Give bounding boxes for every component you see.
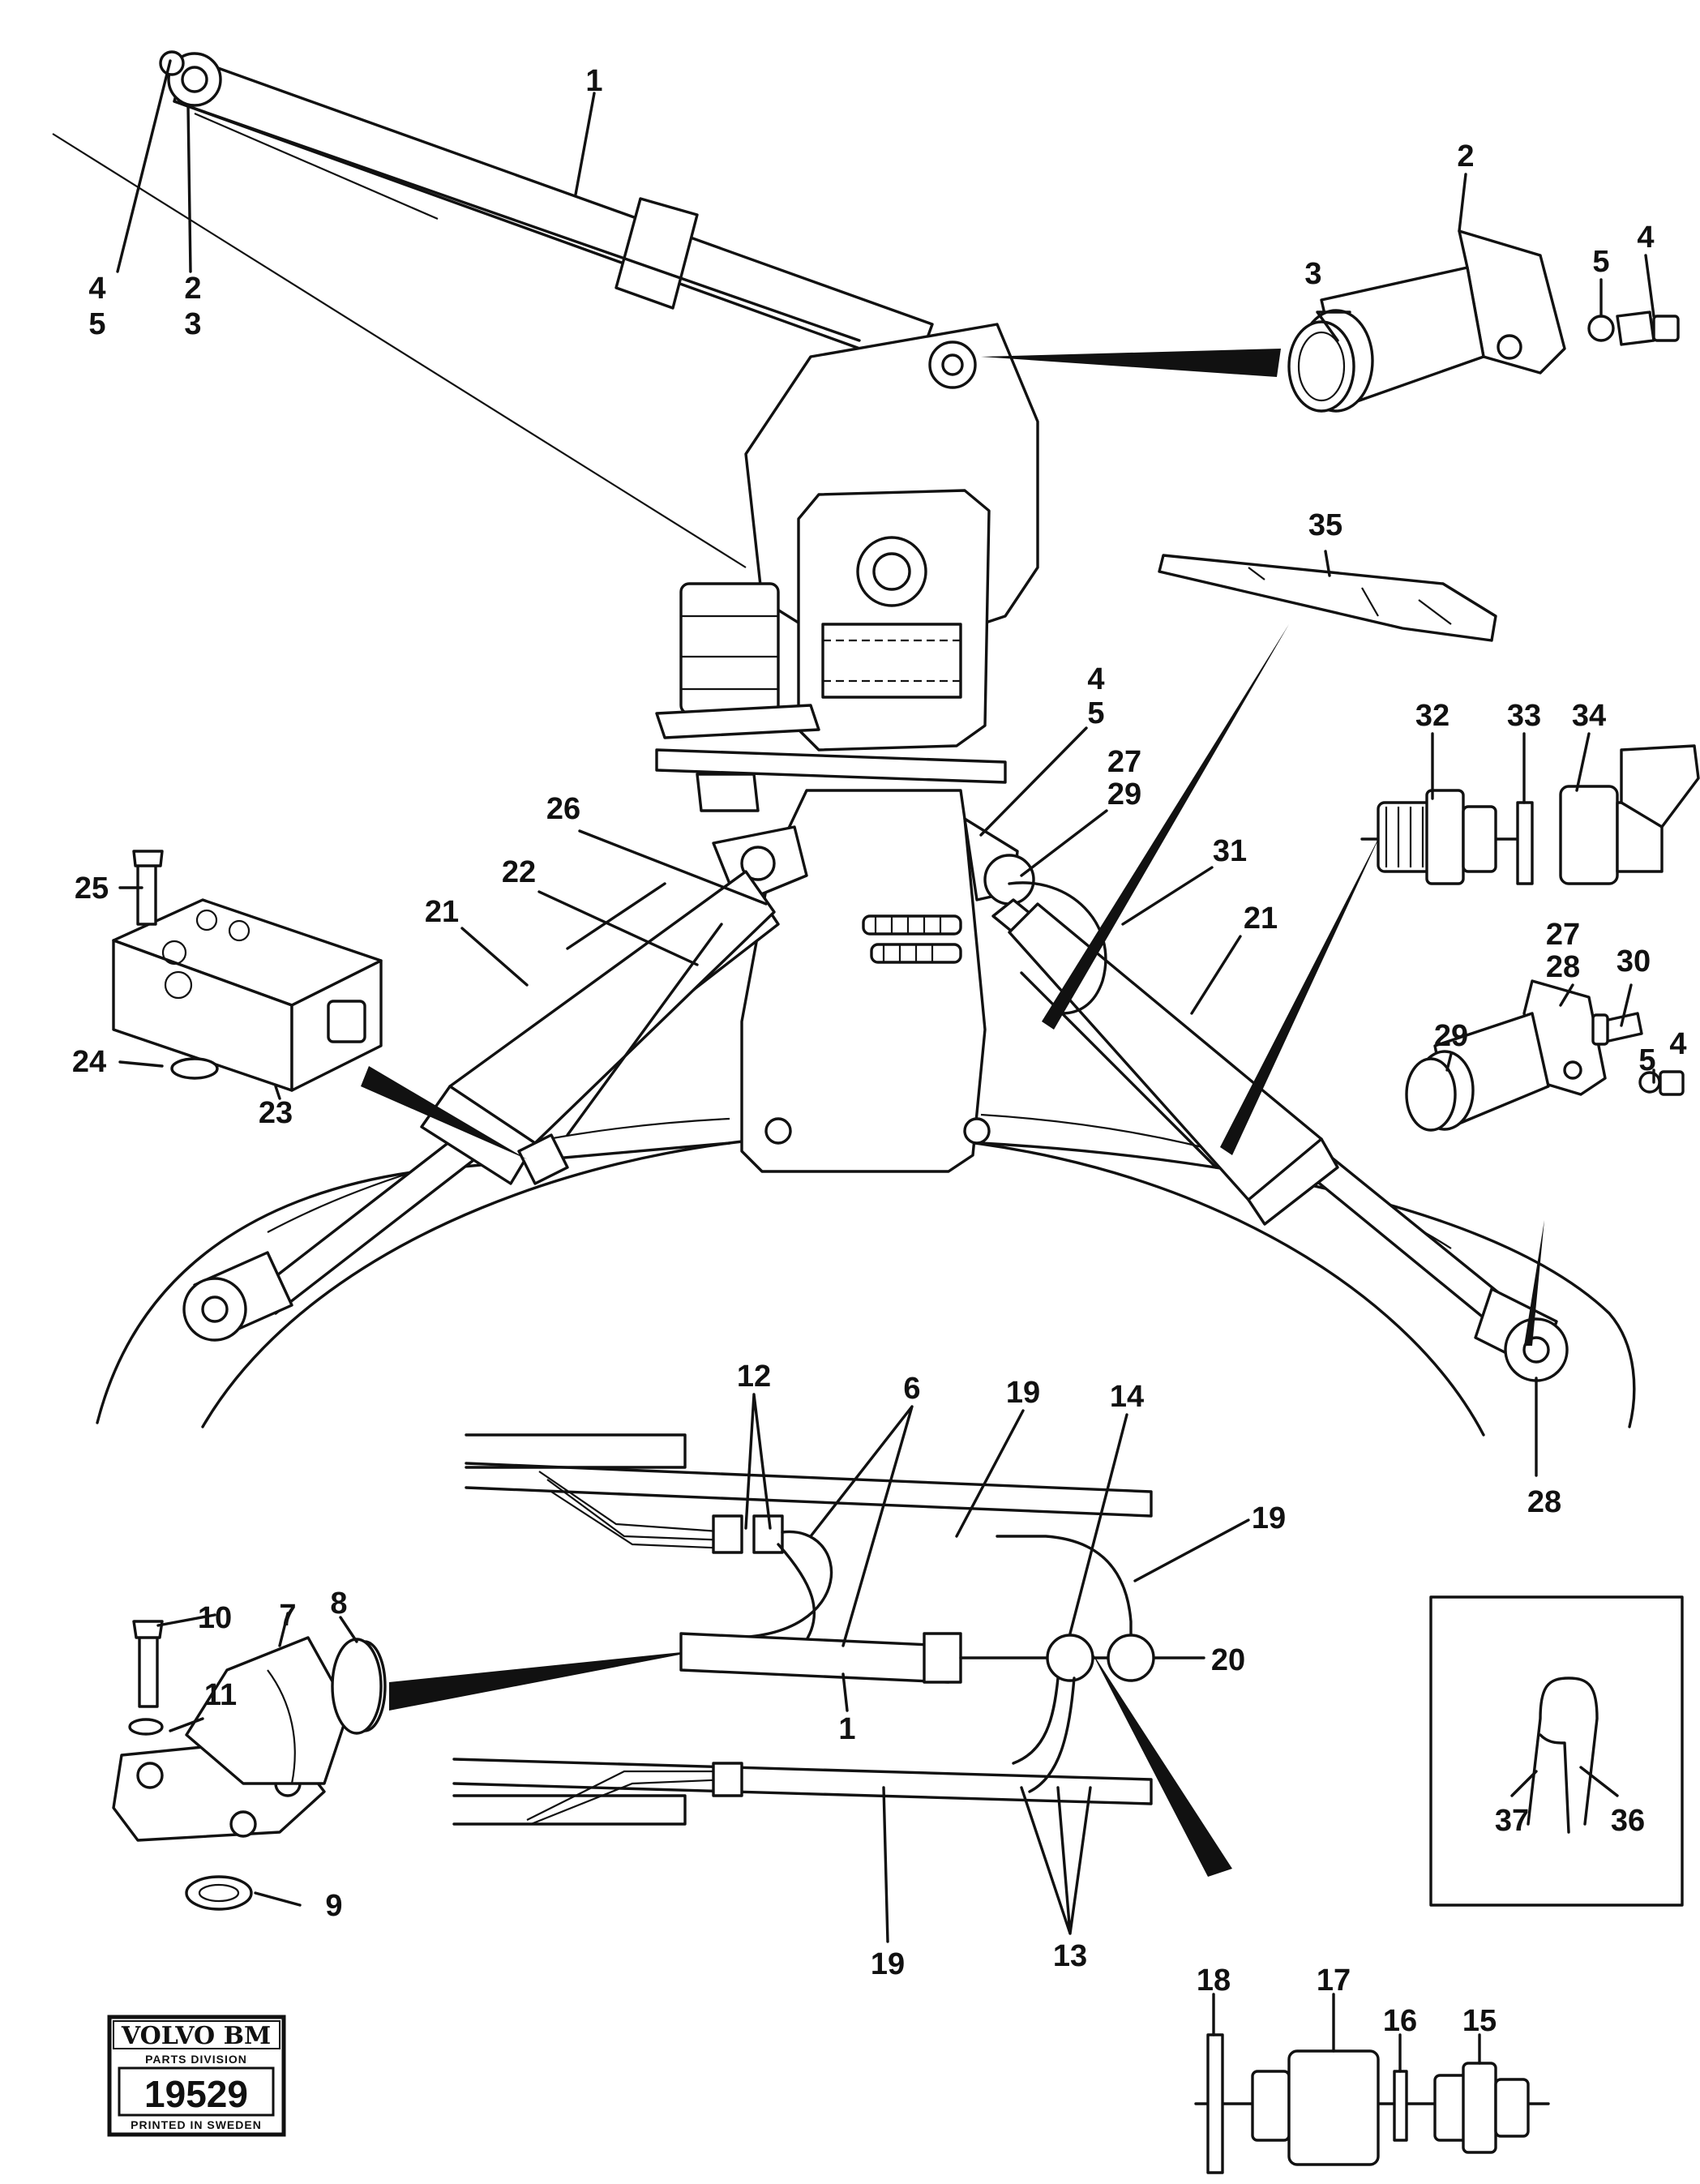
boom-cylinder: [159, 50, 934, 370]
callout-5: 5: [1638, 1043, 1655, 1077]
callout-20: 20: [1211, 1643, 1245, 1677]
callout-27: 27: [1546, 918, 1580, 952]
callout-6: 6: [903, 1372, 920, 1406]
callout-2: 2: [184, 272, 201, 306]
callout-4: 4: [1087, 662, 1104, 696]
callout-22: 22: [502, 855, 536, 889]
callout-35: 35: [1308, 508, 1342, 542]
callout-12: 12: [737, 1360, 771, 1394]
callout-3: 3: [1304, 257, 1321, 291]
callout-33: 33: [1507, 699, 1541, 733]
callout-labels: 1 4 5 2 3 2 3 5 4 35 4 5 27 29 31 26 22 …: [72, 64, 1687, 2038]
callout-31: 31: [1213, 834, 1247, 868]
callout-8: 8: [330, 1587, 347, 1621]
callout-21: 21: [425, 895, 459, 929]
callout-34: 34: [1572, 699, 1606, 733]
leader-lines: [116, 59, 1655, 2073]
callout-28: 28: [1546, 950, 1580, 984]
callout-25: 25: [75, 871, 109, 906]
callout-5: 5: [1087, 696, 1104, 730]
pin-assembly-right: [1405, 979, 1685, 1132]
hose-assembly: [452, 1433, 1155, 1826]
callout-15: 15: [1462, 2004, 1497, 2038]
callout-23: 23: [259, 1096, 293, 1130]
callout-9: 9: [325, 1889, 342, 1923]
stamp-division: PARTS DIVISION: [145, 2053, 247, 2066]
callout-3: 3: [184, 307, 201, 341]
callout-4: 4: [88, 272, 105, 306]
elbow-fitting-7: [112, 1620, 387, 1911]
callout-37: 37: [1495, 1804, 1529, 1838]
callout-1: 1: [838, 1712, 855, 1746]
callout-36: 36: [1611, 1804, 1645, 1838]
central-bracket: [655, 323, 1039, 1173]
callout-27: 27: [1107, 745, 1141, 779]
callout-13: 13: [1053, 1939, 1087, 1973]
callout-19: 19: [1252, 1501, 1286, 1535]
callout-4: 4: [1669, 1027, 1686, 1061]
plate-35: [1158, 554, 1497, 642]
callout-5: 5: [88, 307, 105, 341]
callout-30: 30: [1616, 944, 1651, 979]
callout-21: 21: [1244, 901, 1278, 936]
callout-2: 2: [1457, 139, 1474, 173]
callout-28: 28: [1527, 1485, 1561, 1519]
callout-14: 14: [1110, 1380, 1144, 1414]
volvo-bm-stamp: VOLVO BM PARTS DIVISION 19529 PRINTED IN…: [107, 2015, 286, 2137]
callout-26: 26: [546, 792, 580, 826]
pin-assembly-top: [1287, 229, 1680, 413]
fitting-15-18: [1194, 2033, 1550, 2174]
valve-block-23: [112, 850, 383, 1092]
stamp-printed: PRINTED IN SWEDEN: [131, 2118, 262, 2131]
callout-11: 11: [204, 1678, 237, 1712]
callout-29: 29: [1434, 1019, 1468, 1053]
stamp-number: 19529: [144, 2073, 248, 2115]
leader-wedges: [361, 349, 1544, 1877]
callout-4: 4: [1637, 221, 1654, 255]
callout-18: 18: [1197, 1963, 1231, 1998]
stamp-brand: VOLVO BM: [121, 2022, 271, 2050]
callout-29: 29: [1107, 777, 1141, 812]
callout-32: 32: [1415, 699, 1449, 733]
callout-19: 19: [871, 1947, 905, 1981]
inset-box: [1429, 1595, 1684, 1907]
callout-10: 10: [198, 1601, 232, 1635]
callout-24: 24: [72, 1045, 106, 1079]
fitting-32-33-34: [1360, 744, 1700, 885]
callout-16: 16: [1383, 2004, 1417, 2038]
callout-5: 5: [1592, 245, 1609, 279]
hose-fitting-chain: [862, 914, 962, 964]
callout-1: 1: [585, 64, 602, 98]
callout-19: 19: [1006, 1376, 1040, 1410]
callout-17: 17: [1317, 1963, 1351, 1998]
callout-7: 7: [279, 1599, 296, 1633]
